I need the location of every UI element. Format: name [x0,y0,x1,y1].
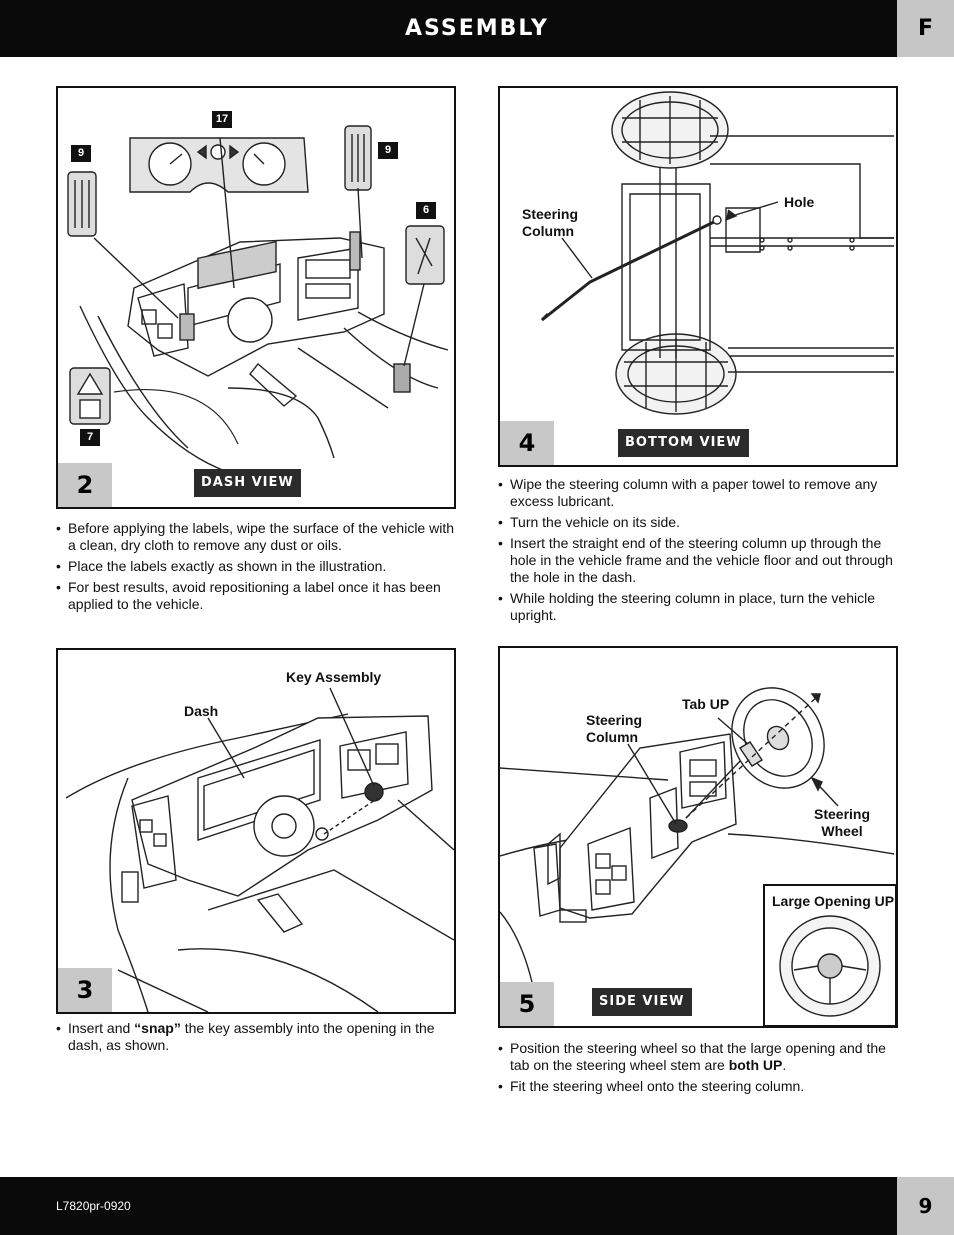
step5-instructions: Position the steering wheel so that the … [498,1040,898,1099]
page-number: 9 [897,1177,954,1235]
text: the key assembly into the opening in the… [68,1020,435,1053]
emphasis: “snap” [134,1020,181,1036]
label-tag-9-right: 9 [378,142,398,159]
list-item: Insert the straight end of the steering … [498,535,898,586]
list-item: Fit the steering wheel onto the steering… [498,1078,898,1095]
page-title: ASSEMBLY [405,16,549,41]
header-bar [0,0,954,57]
callout-key-assembly: Key Assembly [286,669,382,685]
text: Insert and [68,1020,135,1036]
callout-steering-wheel: Steering Wheel [814,806,871,839]
step2-illustration-panel: 9 17 9 6 7 2 DASH VIEW [56,86,456,509]
key-assembly-illustration [65,687,454,1012]
list-item: Position the steering wheel so that the … [498,1040,898,1074]
step-number-4: 4 [500,421,554,465]
emphasis: both UP [728,1057,783,1073]
step3-instructions: Insert and “snap” the key assembly into … [56,1020,456,1058]
text: . [782,1057,787,1073]
list-item: While holding the steering column in pla… [498,590,898,624]
label-tag-7: 7 [80,429,100,446]
text: Position the steering wheel so that the … [510,1040,886,1073]
callout-dash: Dash [184,703,219,719]
label-tag-17: 17 [212,111,232,128]
callout-hole: Hole [784,194,815,210]
side-view-illustration [500,687,896,1026]
view-label-side: SIDE VIEW [592,988,692,1016]
list-item: Place the labels exactly as shown in the… [56,558,456,575]
list-item: Insert and “snap” the key assembly into … [56,1020,456,1054]
step2-instructions: Before applying the labels, wipe the sur… [56,520,456,617]
callout-tab-up: Tab UP [682,696,730,712]
step5-illustration-panel: Tab UP Steering Column Steering Wheel La… [498,646,898,1028]
step4-illustration-panel: Steering Column Hole 4 BOTTOM VIEW [498,86,898,467]
step-number-2: 2 [58,463,112,507]
label-tag-6: 6 [416,202,436,219]
list-item: Turn the vehicle on its side. [498,514,898,531]
callout-steering-column: Steering Column [522,206,579,239]
view-label-bottom: BOTTOM VIEW [618,429,749,457]
step4-instructions: Wipe the steering column with a paper to… [498,476,898,628]
step-number-5: 5 [500,982,554,1026]
footer-bar [0,1177,954,1235]
document-code: L7820pr-0920 [56,1199,131,1213]
callout-large-opening-up: Large Opening UP [772,893,895,909]
list-item: For best results, avoid repositioning a … [56,579,456,613]
bottom-view-illustration [540,91,894,415]
label-tag-9-left: 9 [71,145,91,162]
list-item: Wipe the steering column with a paper to… [498,476,898,510]
step-number-3: 3 [58,968,112,1012]
callout-steering-column: Steering Column [586,712,643,745]
step3-illustration-panel: Key Assembly Dash 3 [56,648,456,1014]
section-letter: F [897,0,954,57]
view-label-dash: DASH VIEW [194,469,301,497]
list-item: Before applying the labels, wipe the sur… [56,520,456,554]
dash-illustration [67,125,449,489]
